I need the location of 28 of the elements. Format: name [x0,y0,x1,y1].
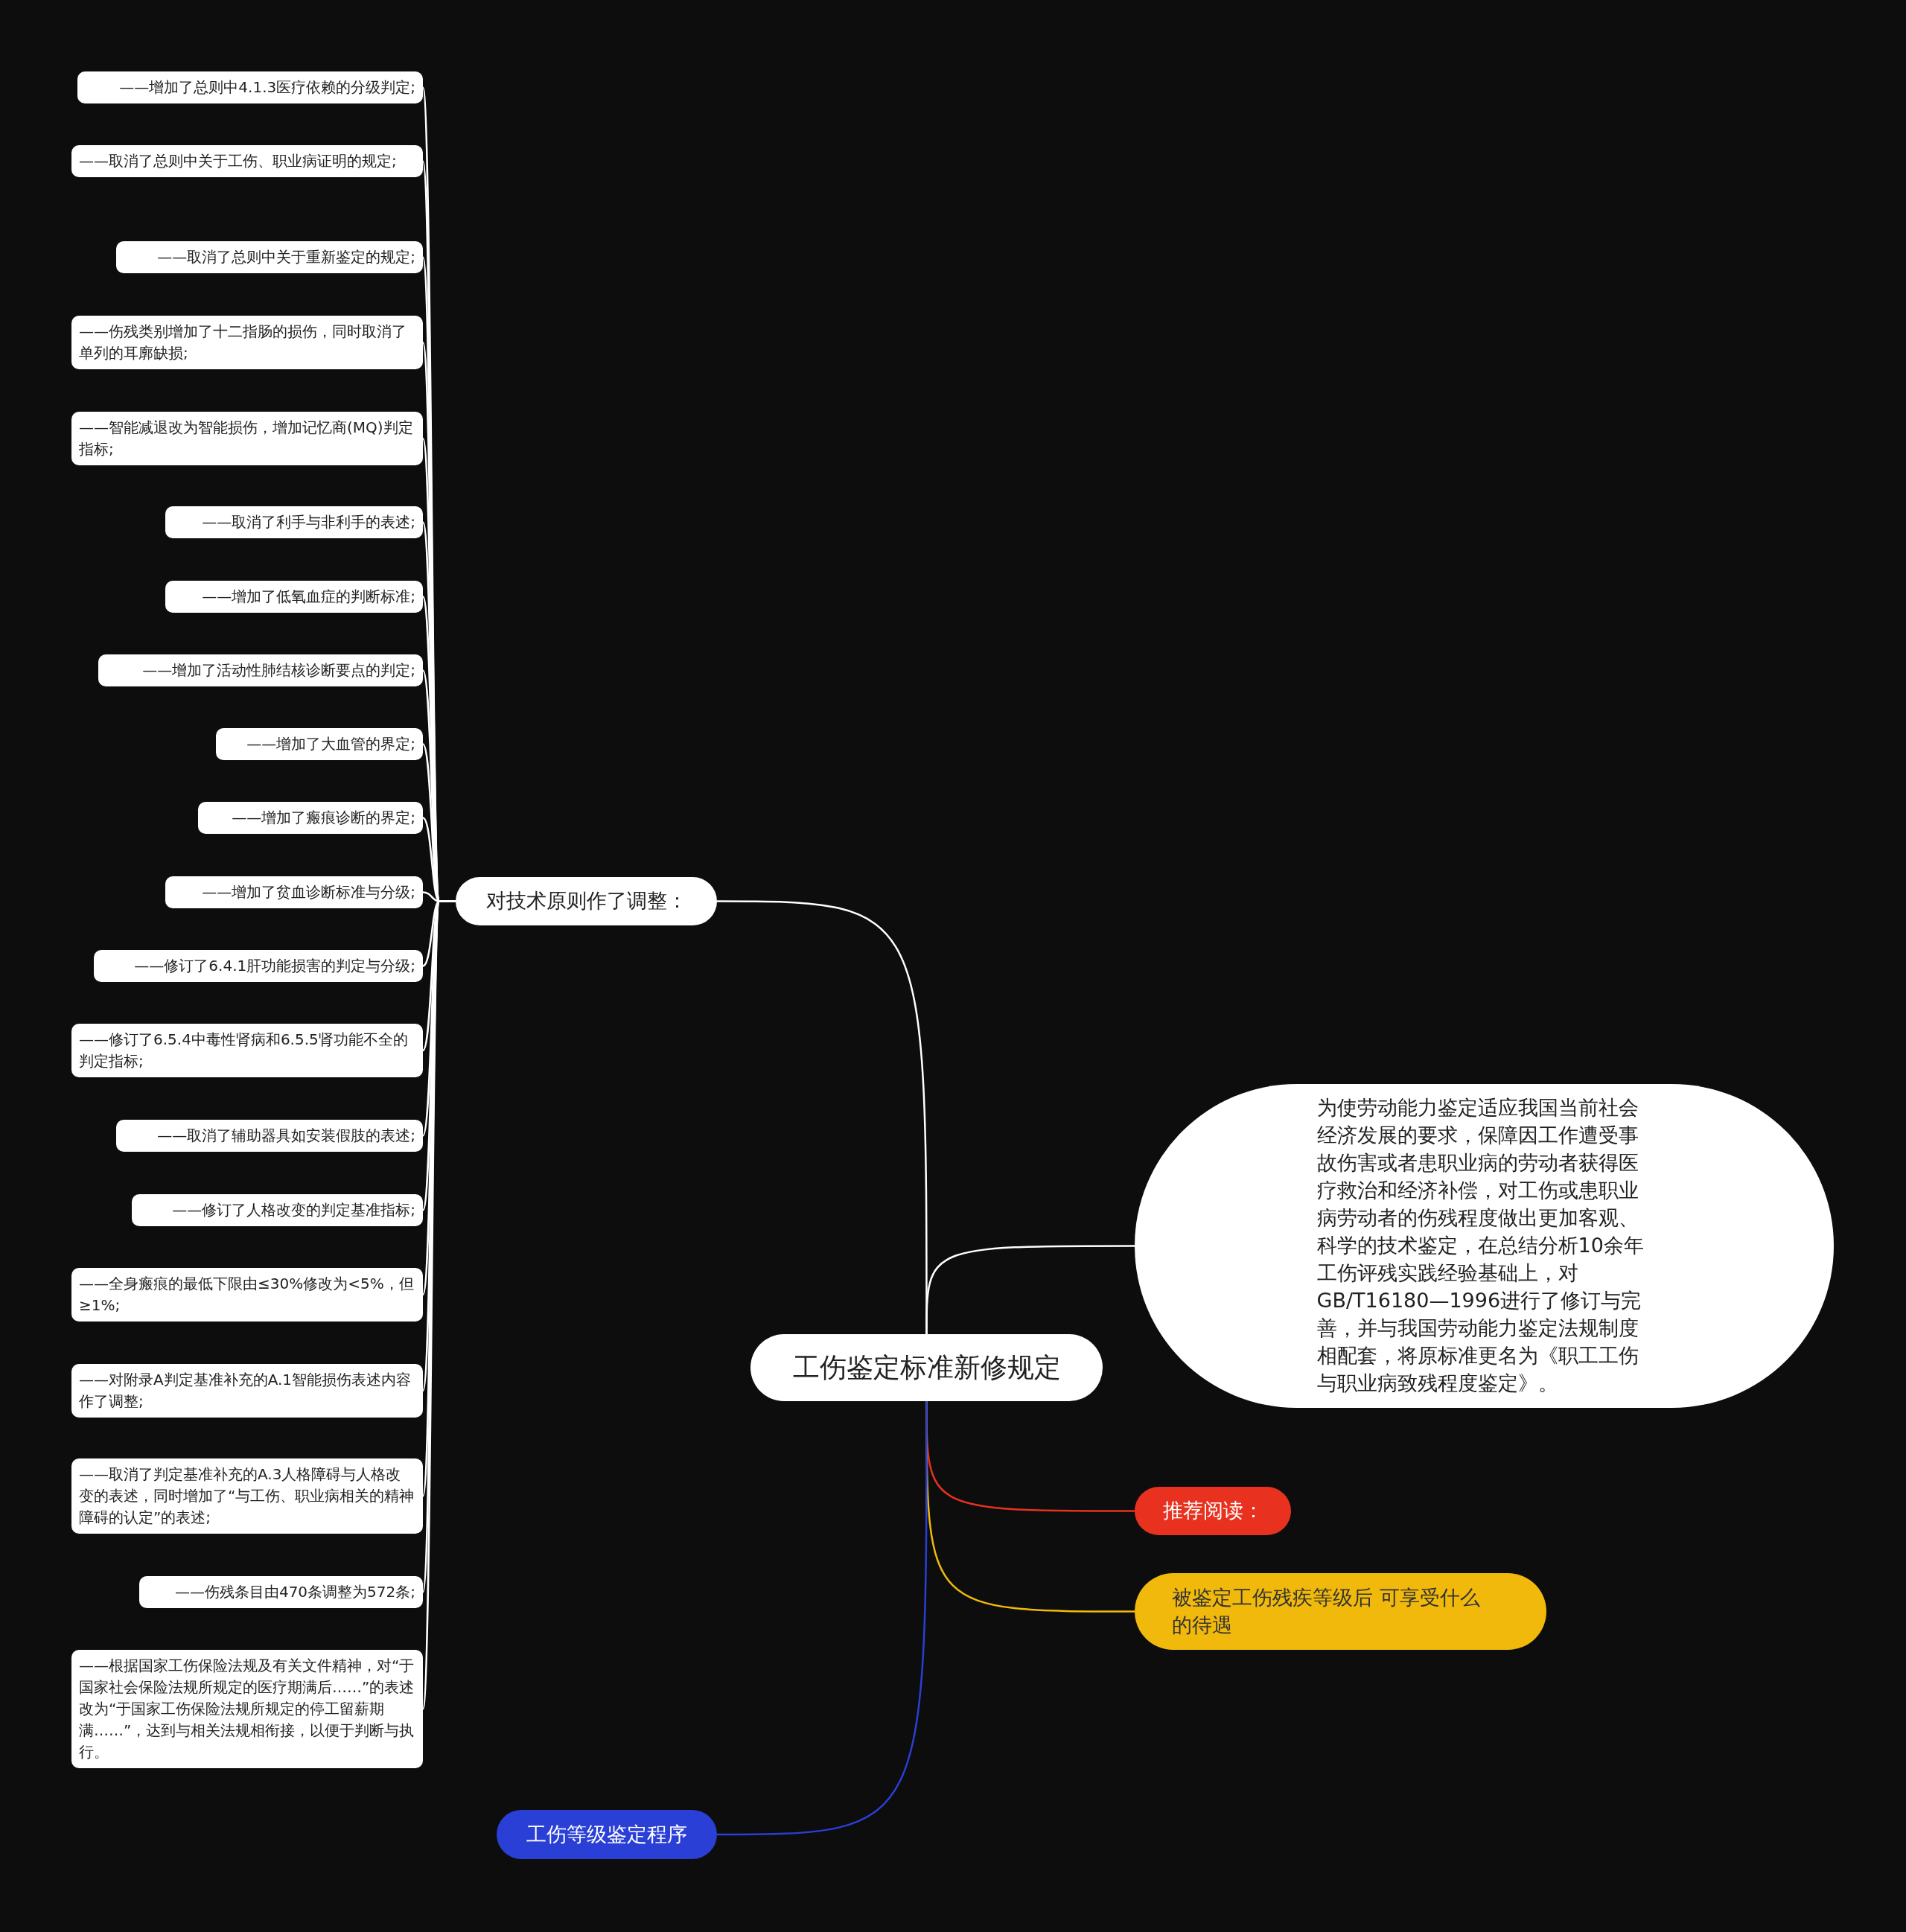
connector-line [717,1401,928,1836]
summary-bubble: 为使劳动能力鉴定适应我国当前社会经济发展的要求，保障因工作遭受事故伤害或者患职业病的劳动者获得医疗救治和经济补偿，对工伤或患职业病劳动者的伤残程度做出更加客观、科学的技术鉴定，在总结分析10余年工伤评残实践经验基础上，对GB/T16180—1996进行了修订与完善，并与我国劳动能力鉴定法规制度相配套，将原标准更名为《职工工伤与职业病致残程度鉴定》。 [1135,1084,1834,1408]
leaf-topic-card: ——智能减退改为智能损伤，增加记忆商(MQ)判定指标; [71,412,423,465]
leaf-topic-card: ——修订了6.5.4中毒性肾病和6.5.5肾功能不全的判定指标; [71,1024,423,1077]
leaf-topic-card: ——修订了人格改变的判定基准指标; [132,1194,423,1226]
leaf-topic-card: ——增加了贫血诊断标准与分级; [165,876,423,908]
leaf-topic-card: ——取消了总则中关于工伤、职业病证明的规定; [71,145,423,177]
leaf-topic-card: ——增加了总则中4.1.3医疗依赖的分级判定; [77,71,423,103]
leaf-topic-card: ——取消了总则中关于重新鉴定的规定; [116,241,423,273]
leaf-topic-card: ——伤残类别增加了十二指肠的损伤，同时取消了单列的耳廓缺损; [71,316,423,369]
leaf-topic-card: ——增加了低氧血症的判断标准; [165,581,423,613]
leaf-topic-card: ——根据国家工伤保险法规及有关文件精神，对“于国家社会保险法规所规定的医疗期满后……”的表述改为“于国家工伤保险法规所规定的停工留薪期满……”，达到与相关法规相衔接，以便于判断与执行。 [71,1650,423,1768]
leaf-topic-card: ——取消了辅助器具如安装假肢的表述; [116,1120,423,1152]
central-topic-node: 工伤鉴定标准新修规定 [750,1334,1103,1401]
leaf-topic-card: ——增加了大血管的界定; [216,728,423,760]
leaf-topic-card: ——增加了活动性肺结核诊断要点的判定; [98,654,423,686]
topic-node: 被鉴定工伤残疾等级后 可享受什么的待遇 [1135,1573,1546,1650]
branch-topic-node: 对技术原则作了调整： [456,877,717,925]
leaf-topic-card: ——取消了判定基准补充的A.3人格障碍与人格改变的表述，同时增加了“与工伤、职业病相关的精神障碍的认定”的表述; [71,1458,423,1534]
leaf-topic-card: ——增加了瘢痕诊断的界定; [198,802,423,834]
connector-line [925,1245,1135,1334]
leaf-topic-card: ——全身瘢痕的最低下限由≤30%修改为<5%，但≥1%; [71,1268,423,1322]
topic-node: 推荐阅读： [1135,1487,1291,1535]
topic-node: 工伤等级鉴定程序 [497,1810,717,1859]
leaf-topic-card: ——修订了6.4.1肝功能损害的判定与分级; [94,950,423,982]
leaf-topic-card: ——伤残条目由470条调整为572条; [139,1576,423,1608]
leaf-topic-card: ——取消了利手与非利手的表述; [165,506,423,538]
leaf-topic-card: ——对附录A判定基准补充的A.1智能损伤表述内容作了调整; [71,1364,423,1418]
